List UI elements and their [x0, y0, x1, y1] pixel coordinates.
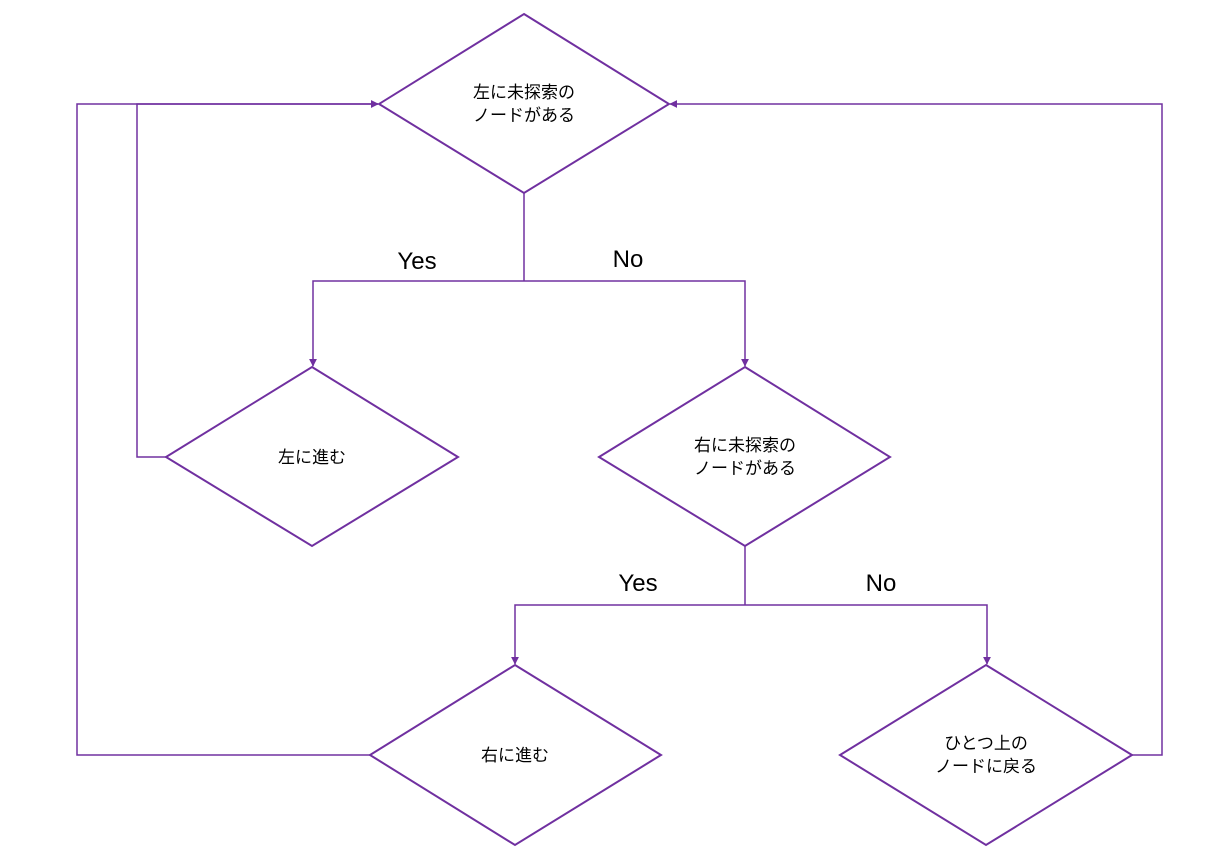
edge-label-right-check-yes: Yes	[618, 570, 657, 597]
decision-left-unexplored-line1: 左に未探索の	[473, 83, 575, 103]
action-go-up-line1: ひとつ上の	[944, 734, 1028, 754]
connector-right-check-yes	[511, 604, 745, 665]
edge-label-left-check-no: No	[613, 246, 644, 273]
action-go-right	[368, 663, 663, 847]
decision-left-unexplored	[377, 12, 671, 195]
decision-right-unexplored-line2: ノードがある	[694, 459, 796, 479]
connector-right-check-no	[745, 604, 991, 665]
connector-left-check-yes	[309, 280, 524, 367]
decision-right-unexplored-line1: 右に未探索の	[694, 436, 796, 456]
edge-label-right-check-no: No	[866, 570, 897, 597]
connector-left-check-no	[524, 280, 749, 367]
action-go-up	[838, 663, 1134, 847]
edge-label-left-check-yes: Yes	[397, 248, 436, 275]
action-go-left	[164, 365, 460, 548]
action-go-right-label: 右に進む	[481, 746, 549, 766]
action-go-up-line2: ノードに戻る	[935, 757, 1037, 777]
connector-go-right-loop	[76, 100, 379, 756]
connector-go-up-loop	[669, 100, 1163, 756]
decision-right-unexplored	[597, 365, 892, 548]
decision-left-unexplored-line2: ノードがある	[473, 106, 575, 126]
action-go-left-label: 左に進む	[278, 448, 346, 468]
